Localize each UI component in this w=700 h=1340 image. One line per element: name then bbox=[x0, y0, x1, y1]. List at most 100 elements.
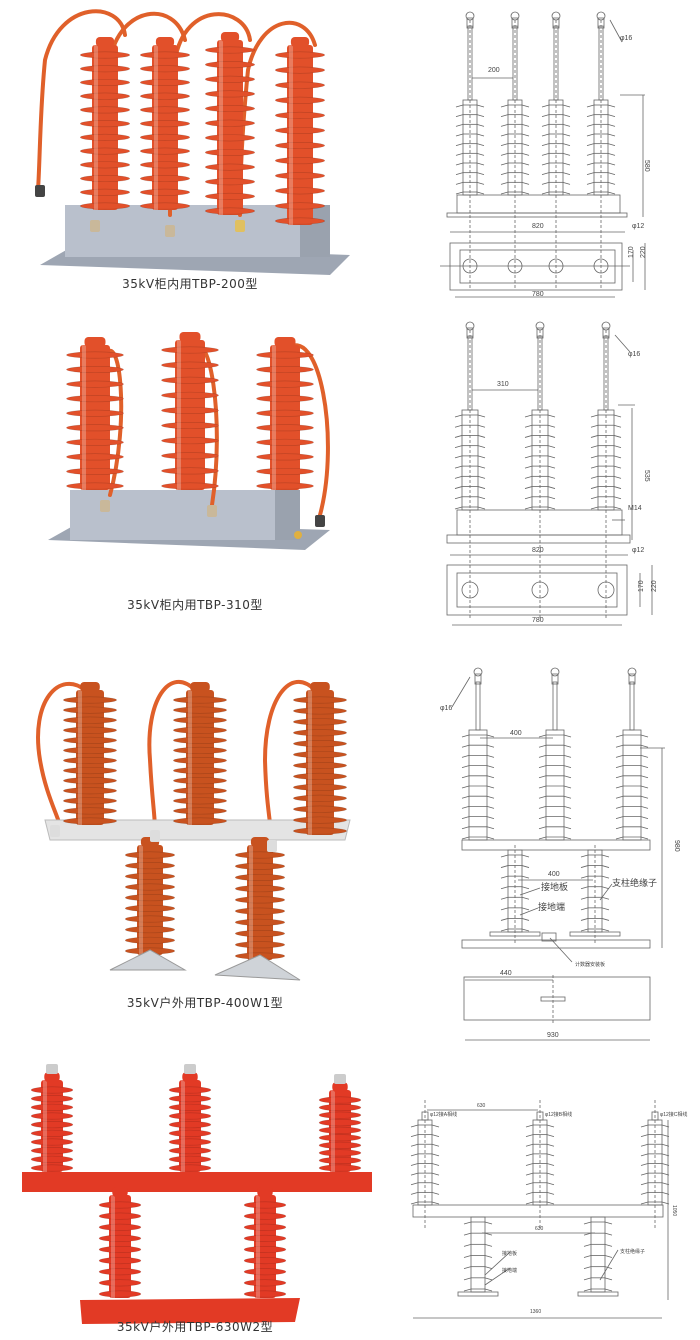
shed bbox=[590, 414, 599, 418]
arrester-shed bbox=[161, 482, 219, 490]
shed bbox=[500, 172, 509, 176]
post-insulator-1 bbox=[125, 837, 176, 955]
arrester-shed bbox=[318, 1126, 362, 1134]
dim-height: 1050 bbox=[671, 1205, 677, 1216]
arrester-shed bbox=[274, 157, 325, 165]
shed bbox=[590, 506, 599, 510]
shed bbox=[546, 1182, 555, 1186]
arrester-shed bbox=[125, 883, 176, 891]
shed bbox=[586, 143, 595, 147]
arrester-shed bbox=[161, 346, 219, 354]
shed bbox=[476, 133, 485, 137]
arrester-shed bbox=[173, 756, 227, 764]
arrester-shed bbox=[98, 1246, 142, 1254]
dim-plate-inner: 170 bbox=[628, 246, 635, 258]
shed bbox=[580, 875, 589, 879]
shed bbox=[500, 152, 509, 156]
arrester-body bbox=[92, 45, 118, 210]
dim-base-length: 820 bbox=[532, 223, 544, 230]
arrester-shed bbox=[293, 696, 347, 704]
crossbar bbox=[22, 1172, 372, 1192]
arrester-shed bbox=[293, 718, 347, 726]
shed bbox=[455, 181, 464, 185]
shed bbox=[547, 486, 556, 489]
arrester-shed bbox=[30, 1095, 74, 1103]
plan-outer bbox=[446, 564, 628, 616]
shed bbox=[521, 875, 530, 879]
label-phase-c: φ12接C相线 bbox=[660, 1111, 687, 1118]
shed bbox=[461, 765, 470, 768]
arrester-shed bbox=[274, 51, 325, 59]
shed bbox=[521, 928, 530, 932]
dim-base-length: 820 bbox=[532, 547, 544, 554]
arrester-shed bbox=[318, 1149, 362, 1157]
counter-plate bbox=[541, 932, 557, 942]
dim-plate-outer: 220 bbox=[640, 246, 647, 258]
shed bbox=[541, 191, 550, 195]
arrester-shed bbox=[243, 1246, 287, 1254]
shed bbox=[640, 826, 649, 830]
shed bbox=[410, 1134, 419, 1138]
shed bbox=[524, 486, 533, 489]
shed bbox=[547, 465, 556, 469]
shed bbox=[640, 785, 649, 789]
arrester-shed bbox=[63, 706, 117, 714]
drawing-4-dimensions: 630 φ12接A相线 φ12接B相线 φ12接C相线 630 1050 接地板… bbox=[430, 1103, 687, 1315]
shed bbox=[431, 1172, 440, 1176]
shed bbox=[455, 152, 464, 156]
terminal-eye bbox=[473, 667, 483, 677]
arrester-highlight bbox=[188, 690, 192, 825]
rod bbox=[552, 681, 558, 731]
arrester-shed bbox=[66, 366, 124, 374]
shed bbox=[604, 1243, 613, 1247]
shed bbox=[431, 1163, 440, 1166]
shed bbox=[546, 1191, 555, 1195]
shed bbox=[521, 191, 530, 195]
drawing-arrester bbox=[461, 667, 495, 841]
dim-ground-bolt: M14 bbox=[628, 505, 642, 512]
label-phase-a: φ12接A相线 bbox=[430, 1111, 457, 1118]
dim-height: 980 bbox=[673, 840, 680, 852]
arrester-shed bbox=[168, 1164, 212, 1172]
arrester-body bbox=[217, 40, 243, 215]
shed bbox=[455, 133, 464, 137]
shed bbox=[455, 191, 464, 195]
shed bbox=[563, 826, 572, 830]
shed bbox=[476, 181, 485, 185]
shed bbox=[521, 162, 530, 166]
shed bbox=[613, 435, 622, 438]
shed bbox=[586, 162, 595, 166]
dim-hole-span: 780 bbox=[532, 291, 544, 298]
shed bbox=[640, 1182, 649, 1186]
arrester-shed bbox=[66, 424, 124, 432]
arrester-cap bbox=[250, 837, 270, 847]
arrester-shed bbox=[98, 1212, 142, 1220]
shed bbox=[486, 755, 495, 758]
shed bbox=[615, 755, 624, 758]
arrester-shed bbox=[205, 134, 256, 142]
arrester-shed bbox=[168, 1138, 212, 1146]
arrester-shed bbox=[318, 1141, 362, 1149]
arrester-shed bbox=[293, 761, 347, 769]
shed bbox=[486, 744, 495, 748]
arrester-cap bbox=[84, 337, 106, 347]
shed bbox=[601, 907, 610, 911]
shed bbox=[538, 734, 547, 738]
shed bbox=[538, 826, 547, 830]
arrester-shed bbox=[30, 1138, 74, 1146]
shed bbox=[538, 755, 547, 758]
shed bbox=[604, 1255, 613, 1258]
arrester-shed bbox=[293, 772, 347, 780]
shed bbox=[583, 1266, 592, 1270]
arrester-shed bbox=[205, 178, 256, 186]
shed bbox=[590, 455, 599, 459]
shed bbox=[454, 414, 463, 418]
arrester-shed bbox=[63, 726, 117, 734]
arrester-cap bbox=[95, 37, 115, 47]
shed bbox=[640, 755, 649, 758]
dim-height: 580 bbox=[643, 160, 650, 172]
arrester-shed bbox=[80, 161, 131, 169]
technical-drawings bbox=[410, 11, 670, 1319]
arrester-shed bbox=[80, 188, 131, 196]
shed bbox=[562, 104, 571, 108]
